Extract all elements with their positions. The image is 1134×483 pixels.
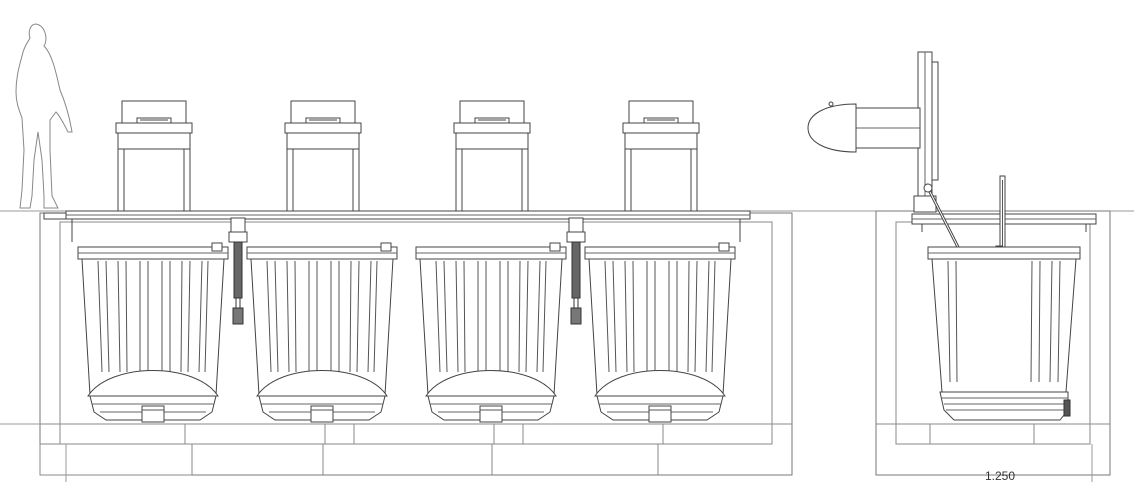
- side-lift-pivot: [923, 183, 933, 193]
- waste-container: [584, 242, 736, 423]
- lifting-cylinder: [228, 217, 248, 325]
- insertion-column: [622, 100, 700, 211]
- side-column-plate: [931, 61, 939, 181]
- foundation-block: [353, 423, 495, 445]
- side-pit-outer: [875, 210, 1111, 476]
- containers: [77, 242, 736, 423]
- waste-container: [77, 242, 229, 423]
- side-foundation: [929, 423, 1035, 445]
- side-view: [807, 51, 1134, 482]
- platform-left-cap: [43, 212, 67, 220]
- foundation-block: [522, 423, 664, 445]
- side-bin-body: [931, 258, 1077, 393]
- insertion-column: [284, 100, 362, 211]
- insertion-columns: [115, 100, 700, 211]
- side-bowl-pin: [828, 101, 834, 107]
- insertion-column: [453, 100, 531, 211]
- side-bin-wheel: [1063, 399, 1071, 417]
- foundation-block: [184, 423, 326, 445]
- foundation-block: [39, 443, 193, 476]
- human-silhouette: [15, 23, 73, 209]
- lifting-cylinder: [566, 217, 586, 325]
- insertion-column: [115, 100, 193, 211]
- waste-container: [246, 242, 398, 423]
- side-bowl: [807, 103, 857, 153]
- side-bin-base: [939, 391, 1069, 421]
- front-view: [0, 210, 1134, 482]
- dimension-label: 1.250: [985, 469, 1016, 483]
- waste-container: [415, 242, 567, 423]
